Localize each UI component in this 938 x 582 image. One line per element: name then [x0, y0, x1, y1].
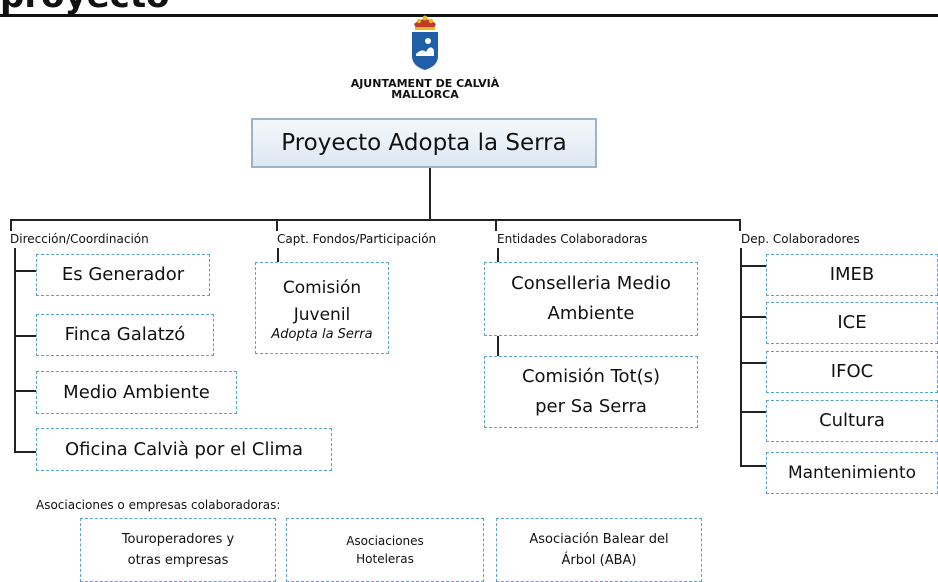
coat-of-arms-logo: [412, 15, 438, 70]
box-label: Mantenimiento: [787, 463, 917, 483]
box-label-line1: Asociaciones: [346, 534, 424, 548]
branch4-tick-1: [740, 265, 766, 267]
branch1-tick-1: [14, 270, 36, 272]
box-ifoc: IFOC: [766, 351, 938, 393]
branch4-tick-3: [740, 362, 766, 364]
partial-heading: proyecto: [0, 0, 169, 16]
branch3-connector-2: [497, 336, 499, 356]
box-sublabel: Adopta la Serra: [271, 327, 373, 342]
box-label-line1: Comisión Tot(s): [521, 366, 661, 387]
bus-line: [10, 219, 741, 221]
box-es-generador: Es Generador: [36, 254, 210, 296]
trunk-line: [429, 168, 431, 220]
box-label: Finca Galatzó: [64, 324, 186, 345]
project-title: Proyecto Adopta la Serra: [281, 130, 567, 156]
branch2-connector: [277, 248, 279, 262]
box-medio-ambiente: Medio Ambiente: [36, 371, 237, 414]
branch1-tick-2: [14, 335, 36, 337]
branch-header-captacion: Capt. Fondos/Participación: [277, 232, 437, 246]
box-comision-tots: Comisión Tot(s) per Sa Serra: [484, 356, 698, 428]
box-finca-galatzo: Finca Galatzó: [36, 314, 214, 356]
box-label-line2: Hoteleras: [356, 552, 414, 566]
box-label-line2: Ambiente: [547, 303, 635, 324]
box-label-line2: Árbol (ABA): [561, 553, 637, 568]
box-label: ICE: [837, 312, 867, 333]
branch1-spine: [14, 248, 16, 452]
drop-line-2: [276, 219, 278, 231]
branch-header-dep: Dep. Colaboradores: [741, 232, 860, 246]
box-touroperadores: Touroperadores y otras empresas: [80, 518, 276, 582]
drop-line-4: [739, 219, 741, 231]
box-label-line2: per Sa Serra: [535, 396, 647, 417]
branch-header-entidades: Entidades Colaboradoras: [497, 232, 648, 246]
organization-name: AJUNTAMENT DE CALVIÀ MALLORCA: [310, 78, 540, 100]
drop-line-1: [10, 219, 12, 231]
org-line-2: MALLORCA: [391, 88, 459, 101]
branch4-spine: [740, 248, 742, 466]
box-comision-juvenil: Comisión Juvenil Adopta la Serra: [255, 262, 389, 354]
box-label: IFOC: [830, 361, 874, 382]
box-mantenimiento: Mantenimiento: [766, 452, 938, 494]
org-line-1: AJUNTAMENT DE CALVIÀ: [350, 77, 500, 90]
box-label-line2: Juvenil: [293, 305, 351, 325]
box-conselleria: Conselleria Medio Ambiente: [484, 262, 698, 336]
box-oficina-calvia: Oficina Calvià por el Clima: [36, 428, 332, 471]
box-label: IMEB: [829, 264, 875, 285]
branch4-tick-5: [740, 465, 766, 467]
box-ice: ICE: [766, 302, 938, 344]
branch3-connector-1: [497, 248, 499, 262]
branch1-tick-4: [14, 451, 36, 453]
box-label: Medio Ambiente: [63, 381, 210, 403]
box-cultura: Cultura: [766, 400, 938, 442]
box-label-line1: Touroperadores y: [121, 532, 235, 547]
box-asociaciones-hoteleras: Asociaciones Hoteleras: [286, 518, 484, 582]
box-label: Oficina Calvià por el Clima: [64, 438, 304, 460]
branch4-tick-2: [740, 316, 766, 318]
branch-header-direccion: Dirección/Coordinación: [10, 232, 149, 246]
box-imeb: IMEB: [766, 254, 938, 296]
box-label-line1: Conselleria Medio: [511, 273, 671, 294]
box-aba: Asociación Balear del Árbol (ABA): [496, 518, 702, 582]
branch1-tick-3: [14, 390, 36, 392]
box-label-line2: otras empresas: [127, 553, 229, 568]
associations-label: Asociaciones o empresas colaboradoras:: [36, 498, 281, 512]
box-label-line1: Comisión: [282, 278, 362, 298]
top-banner: proyecto: [0, 0, 938, 17]
project-title-box: Proyecto Adopta la Serra: [251, 118, 597, 168]
box-label-line1: Asociación Balear del: [529, 532, 669, 547]
drop-line-3: [495, 219, 497, 231]
box-label: Cultura: [819, 410, 885, 431]
branch4-tick-4: [740, 411, 766, 413]
box-label: Es Generador: [61, 264, 185, 285]
